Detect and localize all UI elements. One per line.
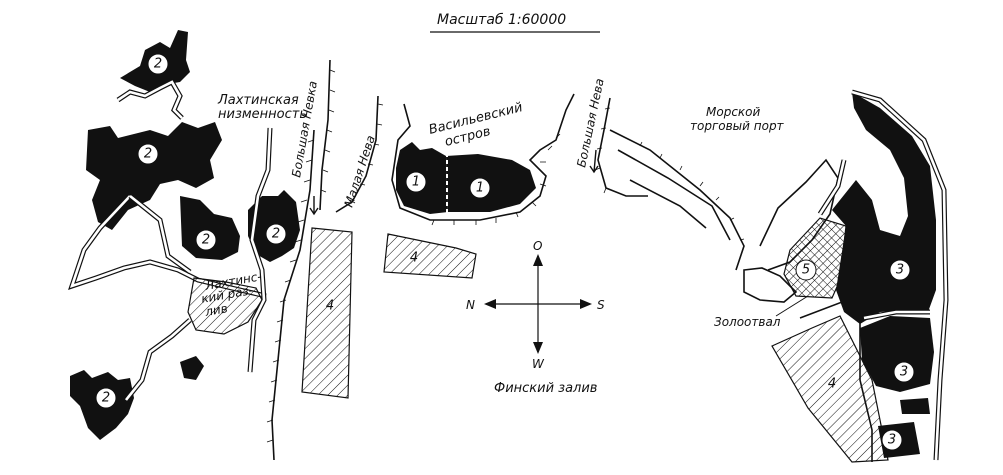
zone-marker-2b: 2 bbox=[137, 143, 159, 165]
svg-text:2: 2 bbox=[102, 391, 110, 406]
compass-left: N bbox=[466, 298, 475, 312]
svg-text:1: 1 bbox=[476, 181, 484, 196]
svg-text:2: 2 bbox=[272, 227, 280, 242]
svg-text:2: 2 bbox=[154, 57, 162, 72]
port-pier-3 bbox=[629, 179, 707, 229]
svg-text:3: 3 bbox=[896, 263, 904, 278]
compass-arrowhead-left bbox=[484, 299, 496, 309]
compass-bottom: W bbox=[532, 357, 545, 371]
flow-arrow-neva bbox=[589, 149, 599, 174]
label-sea-port-2: торговый порт bbox=[690, 119, 785, 133]
svg-text:2: 2 bbox=[144, 147, 152, 162]
zone-marker-5: 5 bbox=[795, 259, 817, 281]
port-land-2 bbox=[743, 267, 798, 303]
zone-marker-4b: 4 bbox=[410, 251, 418, 266]
svg-text:4: 4 bbox=[828, 377, 836, 392]
zone-3-middle bbox=[860, 316, 934, 392]
compass-right: S bbox=[597, 298, 605, 312]
zone-3-large bbox=[832, 92, 936, 324]
svg-text:3: 3 bbox=[888, 433, 896, 448]
zone-4-nevka bbox=[301, 227, 353, 399]
zone-marker-4a: 4 bbox=[326, 299, 334, 314]
label-bolshaya-neva: Большая Нева bbox=[574, 77, 607, 168]
scale-label: Масштаб 1:60000 bbox=[437, 12, 566, 28]
compass-arrowhead-right bbox=[580, 299, 592, 309]
label-gulf: Финский залив bbox=[494, 381, 597, 396]
svg-text:5: 5 bbox=[802, 263, 810, 278]
shore-petrovsky bbox=[335, 95, 379, 213]
port-pier-1 bbox=[609, 129, 745, 271]
label-sea-port-1: Морской bbox=[706, 105, 761, 119]
zone-marker-3c: 3 bbox=[881, 429, 903, 451]
shore-vasilyevsky bbox=[391, 93, 575, 221]
zone-4-vasilyevsky bbox=[383, 233, 477, 279]
compass-arrowhead-up bbox=[533, 254, 543, 266]
zone-marker-2e: 2 bbox=[95, 387, 117, 409]
svg-text:4: 4 bbox=[410, 251, 418, 266]
svg-text:4: 4 bbox=[326, 299, 334, 314]
zone-1-east bbox=[446, 154, 536, 212]
label-zolootval: Золоотвал bbox=[714, 315, 781, 329]
port-pier-2 bbox=[617, 149, 731, 241]
label-lakhta-lowland-1: Лахтинская bbox=[217, 93, 299, 108]
svg-text:3: 3 bbox=[900, 365, 908, 380]
small-block-left bbox=[180, 356, 204, 380]
svg-text:2: 2 bbox=[202, 233, 210, 248]
compass-arrowhead-down bbox=[533, 342, 543, 354]
zone-2-mid bbox=[180, 196, 240, 260]
shore-bolshaya-neva bbox=[597, 97, 648, 197]
flow-arrow-nevka bbox=[309, 196, 319, 216]
shore-krestovsky bbox=[319, 59, 331, 211]
compass-top: O bbox=[533, 239, 542, 253]
zone-marker-3a: 3 bbox=[889, 259, 911, 281]
zone-marker-1a: 1 bbox=[405, 171, 427, 193]
zone-marker-2d: 2 bbox=[265, 223, 287, 245]
svg-text:1: 1 bbox=[412, 175, 420, 190]
zone-marker-2a: 2 bbox=[147, 53, 169, 75]
lakhta-spill-area bbox=[187, 277, 263, 335]
zone-4-south bbox=[771, 315, 889, 463]
label-lakhta-spill-3: лив bbox=[203, 301, 229, 319]
zone-marker-3b: 3 bbox=[893, 361, 915, 383]
zone-marker-1b: 1 bbox=[469, 177, 491, 199]
zolootval-pointer bbox=[775, 295, 809, 317]
zone-2-large bbox=[86, 122, 222, 230]
shore-south-east bbox=[799, 301, 873, 462]
zone-marker-2c: 2 bbox=[195, 229, 217, 251]
zone-3-strip bbox=[900, 398, 930, 414]
zone-marker-4c: 4 bbox=[828, 377, 836, 392]
label-lakhta-lowland-2: низменность bbox=[218, 107, 307, 122]
label-malaya-neva: Малая Нева bbox=[342, 134, 378, 209]
